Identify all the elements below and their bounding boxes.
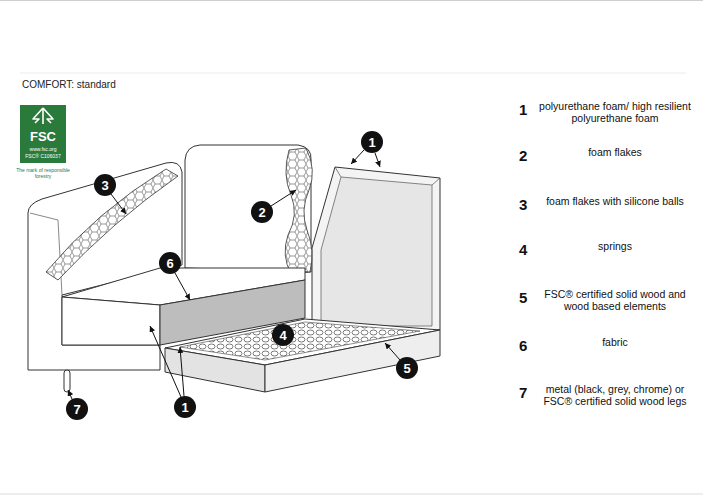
callout-text: 6 xyxy=(166,257,173,270)
legend-text: polyurethane foam/ high resilient polyur… xyxy=(536,100,694,124)
callout-number: 1 xyxy=(361,131,383,153)
callout-text: 3 xyxy=(101,179,108,192)
callout-text: 2 xyxy=(258,206,265,219)
callout-number: 7 xyxy=(66,398,88,420)
logo-text: The mark of responsible forestry xyxy=(12,167,74,179)
legend-text: foam flakes with silicone balls xyxy=(536,195,694,207)
callout-number: 4 xyxy=(272,324,294,346)
legend-text: fabric xyxy=(536,336,694,348)
logo-text: FSC® C106037 xyxy=(20,153,66,159)
callout-number: 5 xyxy=(396,357,418,379)
legend-number: 5 xyxy=(519,289,527,306)
legend-text: FSC® certified solid wood and wood based… xyxy=(536,288,694,312)
frame-arm-inner xyxy=(321,177,432,326)
sofa-leg xyxy=(64,370,70,392)
rule-line xyxy=(0,494,703,495)
legend-number: 4 xyxy=(519,241,527,258)
logo-text: FSC xyxy=(20,130,66,144)
callout-number: 2 xyxy=(251,201,273,223)
rule-line xyxy=(20,73,686,74)
diagram-title: COMFORT: standard xyxy=(22,79,116,90)
logo-text: www.fsc.org xyxy=(20,146,66,152)
callout-text: 1 xyxy=(181,401,188,414)
frame-arm xyxy=(312,167,440,330)
legend-text: metal (black, grey, chrome) or FSC® cert… xyxy=(536,383,694,407)
legend-text: springs xyxy=(536,240,694,252)
leader-lines xyxy=(68,150,400,399)
legend-number: 2 xyxy=(519,147,527,164)
legend-number: 6 xyxy=(519,337,527,354)
callout-number: 6 xyxy=(159,252,181,274)
callout-number: 3 xyxy=(94,174,116,196)
legend-number: 1 xyxy=(519,101,527,118)
callout-text: 5 xyxy=(403,362,410,375)
callout-number: 1 xyxy=(174,396,196,418)
fsc-tree-icon xyxy=(20,106,66,125)
sofa-arm xyxy=(28,162,182,370)
foam-flakes-section xyxy=(285,148,312,274)
callout-text: 1 xyxy=(368,136,375,149)
callout-text: 7 xyxy=(73,403,80,416)
legend-text: foam flakes xyxy=(536,146,694,158)
rule-line xyxy=(0,0,703,1)
legend-number: 7 xyxy=(519,384,527,401)
legend-number: 3 xyxy=(519,196,527,213)
callout-text: 4 xyxy=(279,329,286,342)
